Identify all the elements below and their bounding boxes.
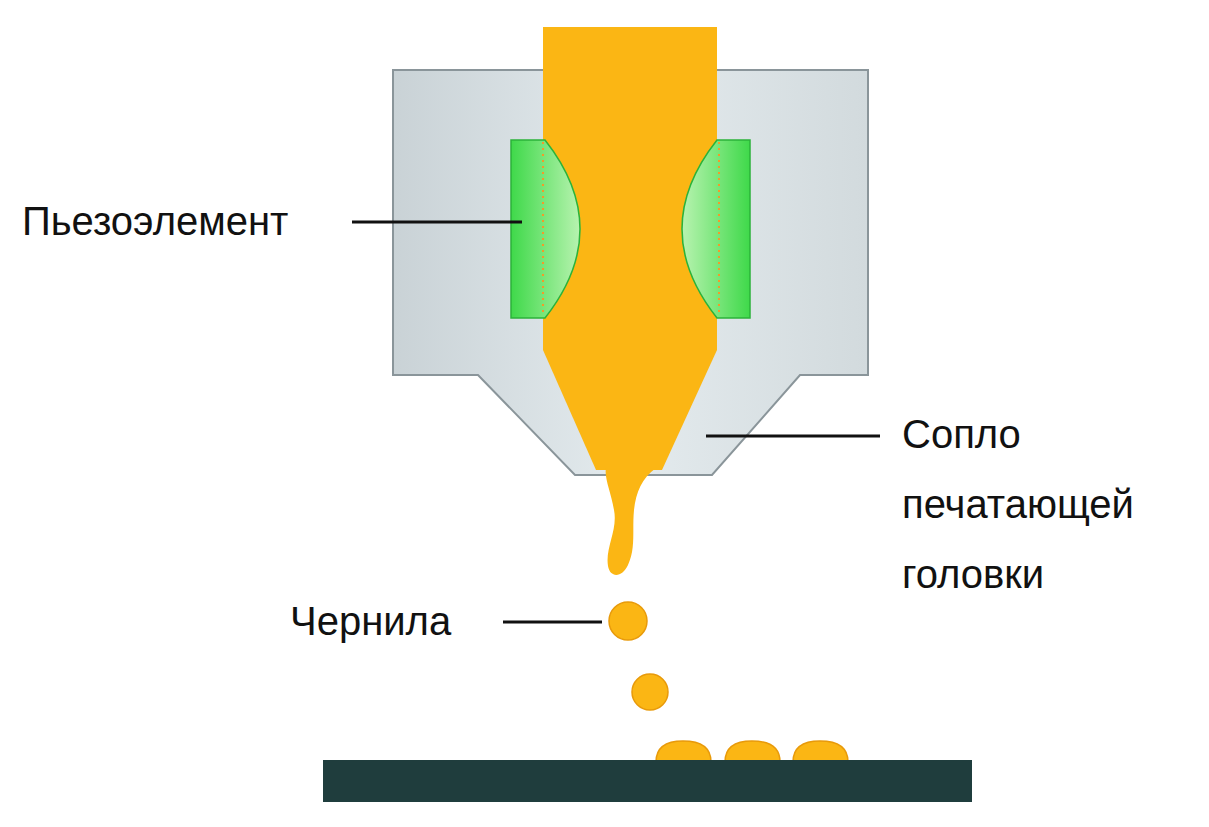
substrate [323, 760, 972, 802]
part-label: Сопло печатающей головки [902, 399, 1202, 609]
part-label: Чернила [290, 586, 500, 656]
leader-line [503, 621, 602, 624]
piezo-electrode [718, 142, 720, 316]
ink-dot [656, 741, 711, 762]
piezo-element [511, 140, 580, 318]
ink-drop [609, 602, 647, 640]
ink-jet [606, 468, 656, 575]
leader-line [352, 221, 522, 224]
ink-drop [632, 674, 668, 710]
ink-dot [793, 741, 848, 762]
ink-dot [725, 741, 780, 762]
part-label: Пьезоэлемент [22, 186, 352, 256]
piezo-electrode [542, 142, 544, 316]
leader-line [706, 435, 880, 438]
piezo-element [682, 140, 750, 318]
